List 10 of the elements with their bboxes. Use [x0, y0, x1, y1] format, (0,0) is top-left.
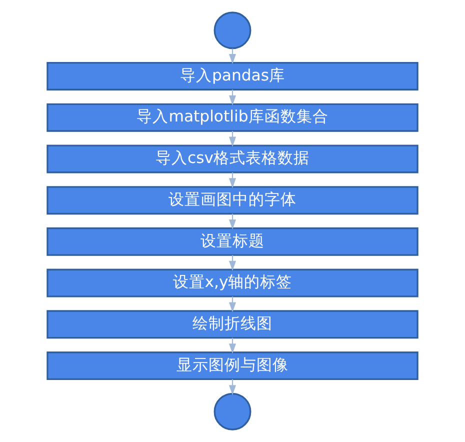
- node-circle: [214, 12, 252, 50]
- node-box: 设置标题: [46, 227, 418, 256]
- node-box: 显示图例与图像: [46, 352, 418, 380]
- node-box: 导入pandas库: [46, 62, 418, 90]
- node-box: 设置画图中的字体: [46, 186, 418, 215]
- node-box: 导入csv格式表格数据: [46, 144, 418, 174]
- node-box: 绘制折线图: [46, 310, 418, 339]
- node-box: 导入matplotlib库函数集合: [46, 103, 418, 132]
- node-circle: [214, 392, 252, 430]
- node-box: 设置x,y轴的标签: [46, 268, 418, 298]
